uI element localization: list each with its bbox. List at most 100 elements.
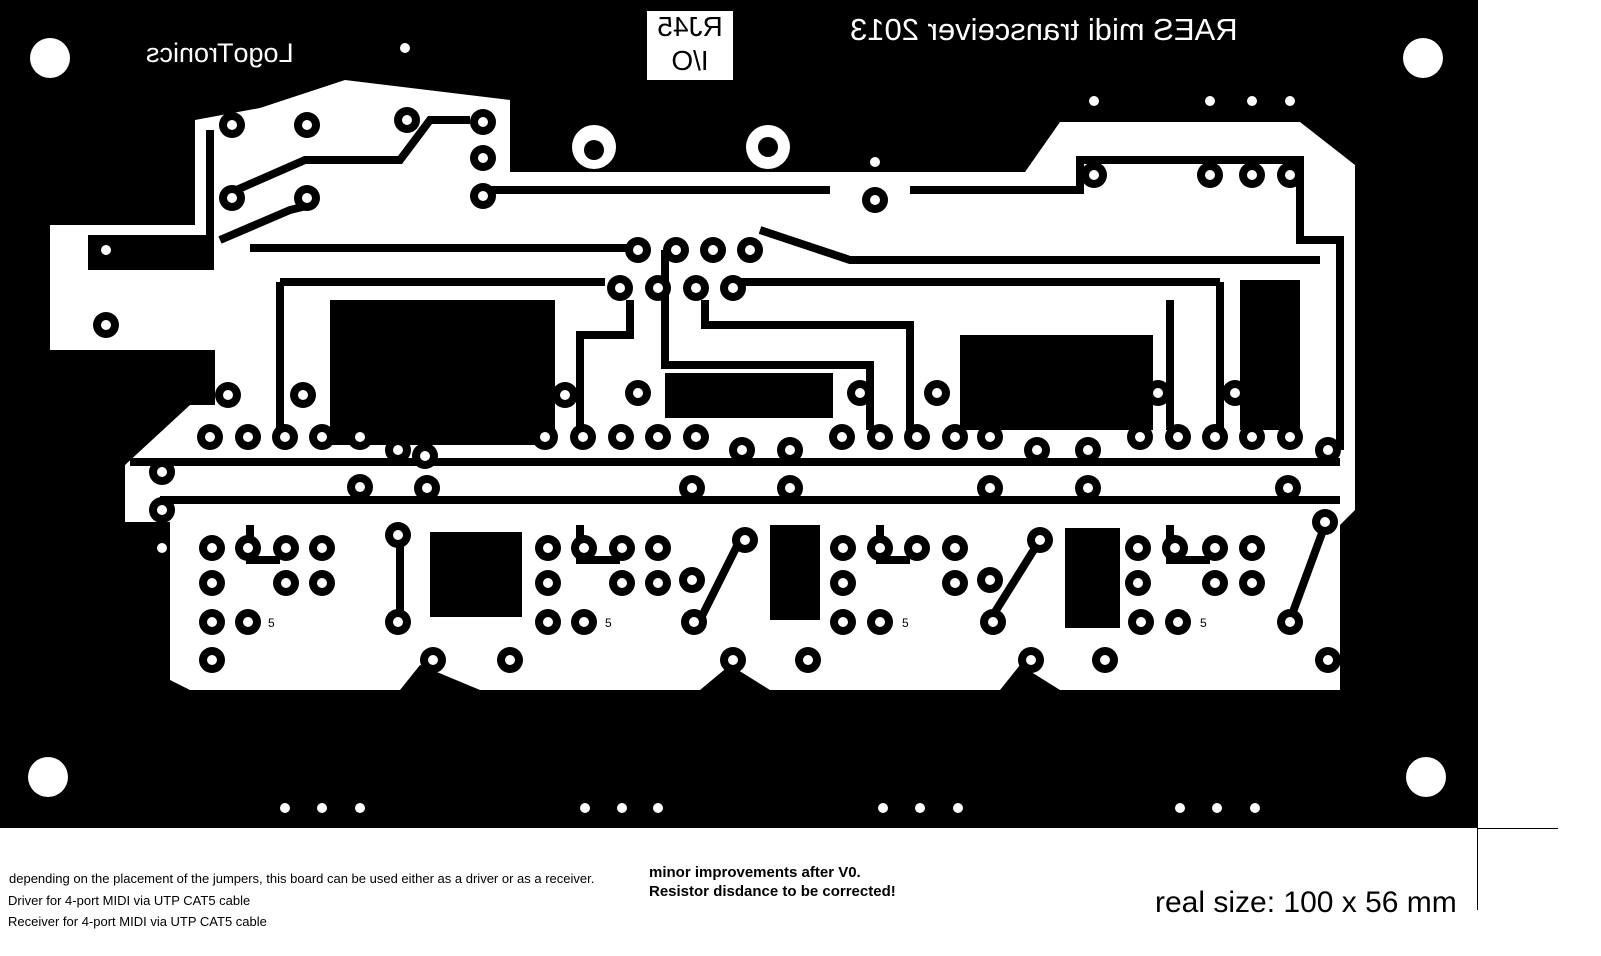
pad-hole [243,617,253,627]
pad-hole [875,432,885,442]
pad-hole [543,617,553,627]
pcb-board: 5 5 5 5 RAES midi transceiver 2013 LogoT… [0,0,1478,828]
pad-hole [1247,432,1257,442]
pad-hole [737,445,747,455]
pad-hole [1323,655,1333,665]
pad-hole [1247,170,1257,180]
gap-top-2 [910,156,1344,450]
board-edge-line-horizontal [1478,828,1558,829]
pad-hole [579,543,589,553]
pad-hole [616,432,626,442]
pad-hole [1153,388,1163,398]
pad-hole [1230,388,1240,398]
pad-hole [985,432,995,442]
pad-hole [1320,517,1330,527]
pad-hole [1285,617,1295,627]
pad-hole [950,543,960,553]
pad-hole [1210,543,1220,553]
pad-hole [478,153,488,163]
via-dot [1250,803,1260,813]
pad-hole [633,388,643,398]
via-dot [1247,96,1257,106]
pad-hole [691,283,701,293]
pad-hole [101,245,111,255]
pad-hole [950,432,960,442]
pad-label-4: 5 [1200,616,1207,630]
pad-hole [355,432,365,442]
board-edge-line [1477,0,1478,910]
pad-hole [540,432,550,442]
pad-hole [227,193,237,203]
cutout-1 [330,300,555,445]
note-improvements: minor improvements after V0. [649,864,861,881]
pad-hole [402,115,412,125]
via-dot [1285,96,1295,106]
gap-low-4 [1286,523,1329,622]
connector-label: RJ45 [657,11,723,42]
pad-hole [985,483,995,493]
note-receiver: Receiver for 4-port MIDI via UTP CAT5 ca… [8,914,267,929]
cutout-5 [430,532,522,617]
via-dot [617,803,627,813]
pad-hole [691,432,701,442]
pad-hole [543,543,553,553]
pad-hole [393,445,403,455]
pad-hole [560,390,570,400]
pad-hole [1173,432,1183,442]
pad-hole [728,655,738,665]
pad-hole [617,578,627,588]
pad-hole [617,543,627,553]
mount-hole-br [1406,757,1446,797]
pad-hole [838,578,848,588]
pad-hole [1210,578,1220,588]
via-dot [580,803,590,813]
pad-hole [1210,432,1220,442]
pad-hole [207,543,217,553]
pad-hole [633,245,643,255]
pad-hole [803,655,813,665]
pad-hole [653,432,663,442]
gap-top-3 [758,226,1320,264]
pad-hole [687,483,697,493]
pad-hole [1170,543,1180,553]
pad-hole [912,432,922,442]
via-dot [1175,803,1185,813]
via-dot [317,655,327,665]
pad-hole [420,451,430,461]
pad-hole [785,483,795,493]
pad-hole [1026,655,1036,665]
via-dot [915,655,925,665]
pad-label-1: 5 [268,616,275,630]
pad-hole [1283,483,1293,493]
pad-hole [985,575,995,585]
pad-hole [1247,543,1257,553]
via-dot [1212,655,1222,665]
note-driver: Driver for 4-port MIDI via UTP CAT5 cabl… [8,893,251,908]
via-dot [915,803,925,813]
real-size-label: real size: 100 x 56 mm [1155,886,1457,919]
pad-hole [1133,578,1143,588]
pad-hole [1133,543,1143,553]
pad-hole [671,245,681,255]
pad-hole [428,655,438,665]
pad-hole [1136,617,1146,627]
pad-hole [205,432,215,442]
via-dot [653,803,663,813]
pad-hole [838,543,848,553]
pad-hole [950,578,960,588]
pad-hole [207,655,217,665]
note-resistor-distance: Resistor disdance to be corrected! [649,883,896,900]
pad-hole [243,432,253,442]
pad-hole [101,320,111,330]
pad-hole [855,388,865,398]
pad-hole [988,617,998,627]
cutout-4 [1240,280,1300,430]
pad-hole [302,120,312,130]
cutout-3 [960,335,1153,430]
pad-hole [207,617,217,627]
pad-hole [615,283,625,293]
via-dot [157,543,167,553]
via-dot [317,803,327,813]
pad-hole [653,578,663,588]
via-dot [355,803,365,813]
